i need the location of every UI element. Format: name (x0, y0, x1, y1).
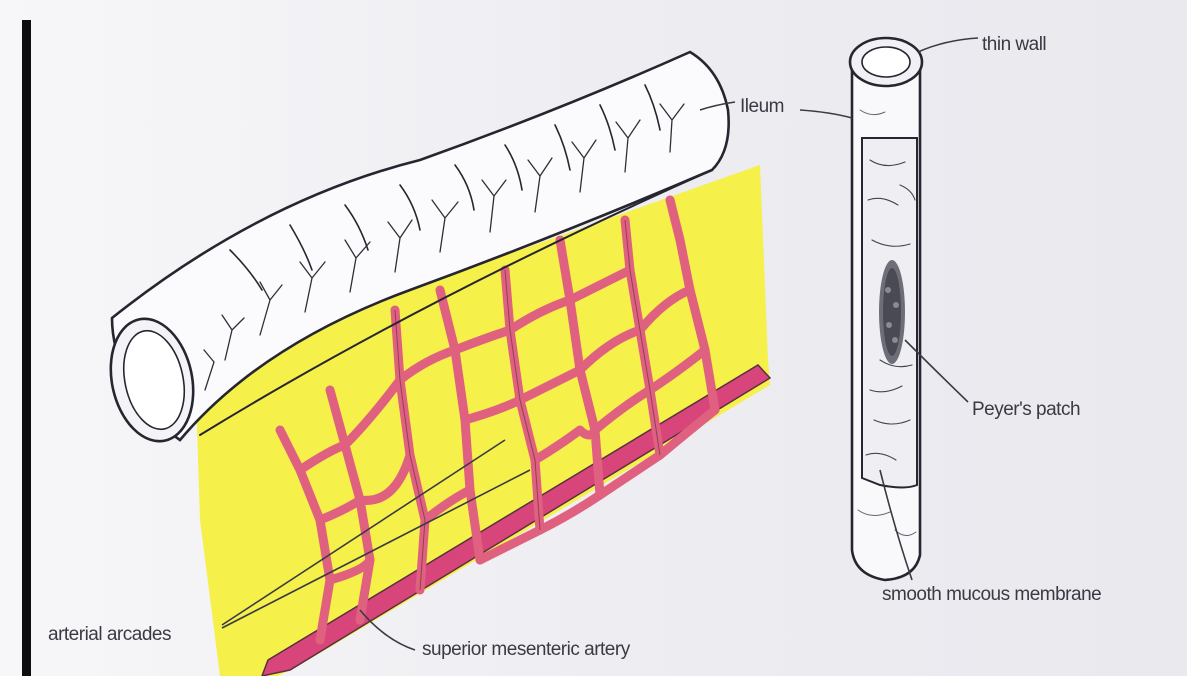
leader-thin-wall (918, 38, 978, 52)
ileum-segment-top-inner (862, 47, 910, 77)
label-arterial-arcades: arterial arcades (48, 624, 171, 645)
label-ileum: Ileum (740, 96, 784, 117)
left-border-bar (22, 20, 31, 676)
label-smooth-mucous-membrane: smooth mucous membrane (882, 584, 1101, 605)
label-superior-mesenteric-artery: superior mesenteric artery (422, 639, 631, 660)
leader-ileum-right (800, 110, 852, 118)
peyers-patch (879, 260, 905, 364)
label-thin-wall: thin wall (982, 34, 1046, 55)
label-peyers-patch: Peyer's patch (972, 399, 1080, 420)
